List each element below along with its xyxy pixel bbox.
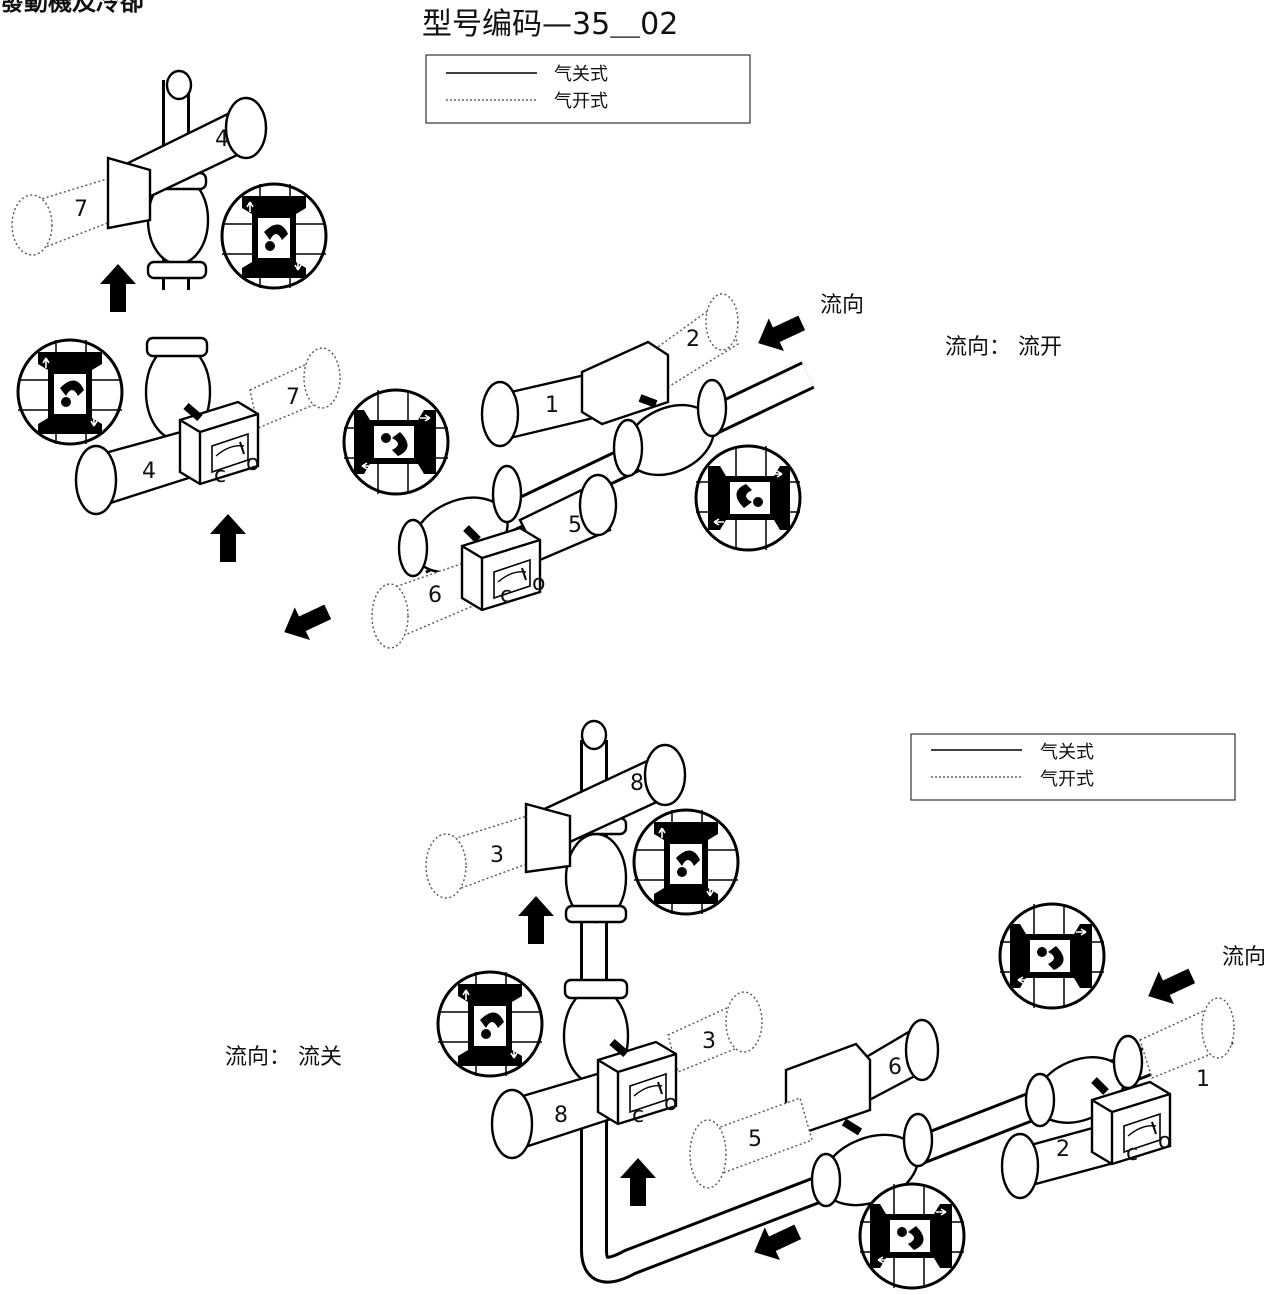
valve-number: 7	[74, 197, 88, 222]
legend-solid-label-bottom: 气关式	[1040, 742, 1094, 763]
gauge-letter: o	[664, 1091, 677, 1116]
flow-label-bottom: 流向	[1222, 945, 1266, 970]
detail-circle-4	[694, 444, 802, 552]
cropped-header-text: 發動機及冷卻	[0, 0, 144, 16]
legend-dotted-label: 气开式	[554, 91, 608, 112]
flow-arrow-in-bottom	[1140, 959, 1200, 1013]
flow-arrow-in	[750, 306, 810, 360]
flow-label-top: 流向	[820, 293, 864, 318]
legend-solid-label: 气关式	[554, 64, 608, 85]
detail-circle-3	[342, 388, 450, 496]
gauge-letter: c	[214, 463, 226, 488]
valve-number: 2	[1056, 1137, 1070, 1162]
valve-number: 7	[286, 385, 300, 410]
valve-number: 1	[1196, 1067, 1210, 1092]
valve-number: 3	[702, 1029, 716, 1054]
top-diagram: 气关式 气开式	[11, 54, 1062, 649]
detail-circle-8	[858, 1182, 966, 1290]
legend-dotted-label-bottom: 气开式	[1040, 769, 1094, 790]
detail-circle-5	[632, 808, 740, 916]
bottom-diagram: 气关式 气开式	[225, 719, 1266, 1290]
gauge-letter: o	[1158, 1129, 1171, 1154]
gauge-letter: c	[500, 583, 512, 608]
valve-number: 4	[215, 127, 229, 152]
flow-arrow-up-4	[620, 1158, 656, 1206]
valve-number: 2	[686, 327, 700, 352]
gauge-letter: c	[632, 1103, 644, 1128]
detail-circle-1	[220, 182, 328, 290]
legend-box-top	[425, 54, 751, 124]
legend-box-bottom	[910, 733, 1236, 801]
detail-circle-7	[998, 902, 1106, 1010]
valve-number: 6	[428, 583, 442, 608]
gauge-letter: c	[1126, 1141, 1138, 1166]
detail-circle-2	[16, 338, 124, 446]
valve-number: 8	[554, 1103, 568, 1128]
valve-number: 5	[748, 1127, 762, 1152]
valve-number: 1	[545, 393, 559, 418]
valve-number: 5	[568, 513, 582, 538]
valve-number: 4	[142, 459, 156, 484]
flow-arrow-up-3	[518, 896, 554, 944]
valve-number: 8	[630, 771, 644, 796]
valve-number: 6	[888, 1055, 902, 1080]
model-code-title: 型号编码—35＿02	[422, 7, 678, 42]
valve-number: 3	[490, 843, 504, 868]
gauge-letter: o	[532, 571, 545, 596]
flow-arrow-up-1	[100, 264, 136, 312]
gauge-letter: o	[246, 451, 259, 476]
flow-mode-top: 流向： 流开	[945, 335, 1062, 360]
flow-mode-bottom: 流向： 流关	[225, 1045, 342, 1070]
pipe-fill	[170, 260, 423, 633]
detail-circle-6	[436, 970, 544, 1078]
